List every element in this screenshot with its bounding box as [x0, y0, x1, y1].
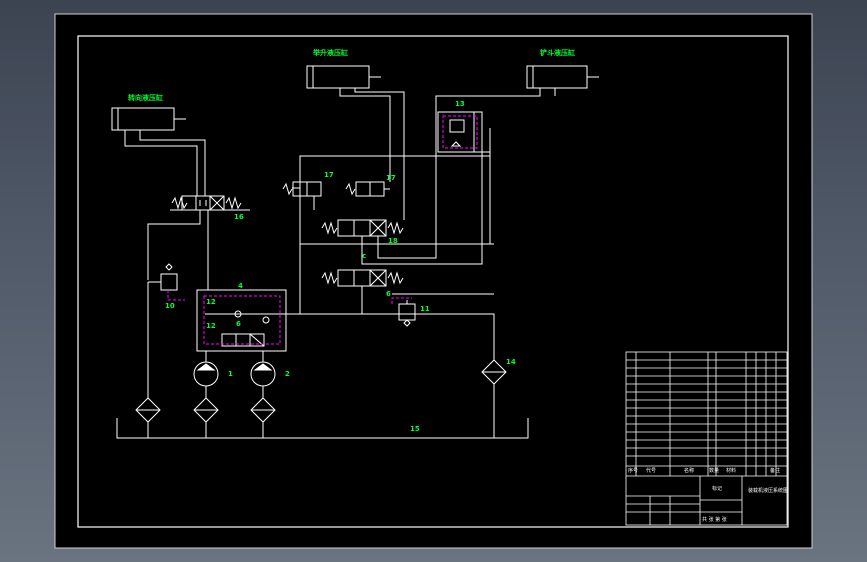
label-17b: 17: [386, 174, 396, 182]
pilot-lines: [167, 115, 478, 345]
tb-seq: 序号: [628, 467, 638, 474]
lift-cylinder: [306, 65, 381, 89]
title-block-text: 序号 代号 名称 数量 材料 备注 标记 装载机液压系统图 共 张 第 张: [628, 467, 788, 523]
label-12b: 12: [206, 322, 216, 330]
label-10: 10: [165, 302, 175, 310]
check-valve-13: [437, 111, 483, 153]
label-bucket: 铲斗液压缸: [539, 48, 575, 57]
hydraulic-lines: [111, 65, 599, 439]
tb-signature: 标记: [712, 485, 722, 492]
lift-control-valve: [321, 219, 404, 237]
title-block: [625, 351, 788, 526]
oil-tank: [116, 418, 529, 439]
label-11: 11: [420, 305, 430, 313]
bucket-control-valve: [321, 269, 494, 314]
label-14: 14: [506, 358, 516, 366]
valve-17-right: [345, 181, 390, 197]
tb-remark: 备注: [770, 467, 780, 474]
steering-cylinder: [111, 107, 186, 131]
label-c: c: [362, 252, 366, 260]
drawing-frame: [77, 35, 789, 528]
label-6: 6: [236, 320, 241, 328]
label-12a: 12: [206, 298, 216, 306]
pump-2: [250, 351, 276, 398]
drawing-sheet: [54, 13, 813, 549]
label-15: 15: [410, 425, 420, 433]
tb-qty: 数量: [709, 467, 719, 474]
label-1: 1: [228, 370, 233, 378]
label-6b: 6: [386, 290, 391, 298]
tb-drawing-title: 装载机液压系统图: [748, 487, 788, 494]
label-steer: 转向液压缸: [128, 93, 163, 102]
bucket-cylinder: [526, 65, 599, 89]
label-lift: 举升液压缸: [312, 48, 348, 57]
tb-bottom-row: 共 张 第 张: [702, 516, 727, 523]
pump-1: [193, 351, 219, 398]
tb-name: 名称: [684, 467, 694, 474]
label-4: 4: [238, 282, 243, 290]
relief-valve-10: [148, 263, 178, 291]
relief-valve-11: [398, 300, 416, 327]
pump-manifold: [196, 289, 287, 352]
label-16: 16: [234, 213, 244, 221]
label-2: 2: [285, 370, 290, 378]
tb-code: 代号: [646, 467, 656, 474]
valve-17-left: [282, 181, 322, 210]
tb-material: 材料: [726, 467, 736, 474]
label-18: 18: [388, 237, 398, 245]
steering-valve: [170, 195, 250, 211]
label-13: 13: [455, 100, 465, 108]
label-17a: 17: [324, 171, 334, 179]
component-labels: 转向液压缸 举升液压缸 铲斗液压缸 16 10 4 12 12 6 1 2 17…: [128, 48, 575, 433]
